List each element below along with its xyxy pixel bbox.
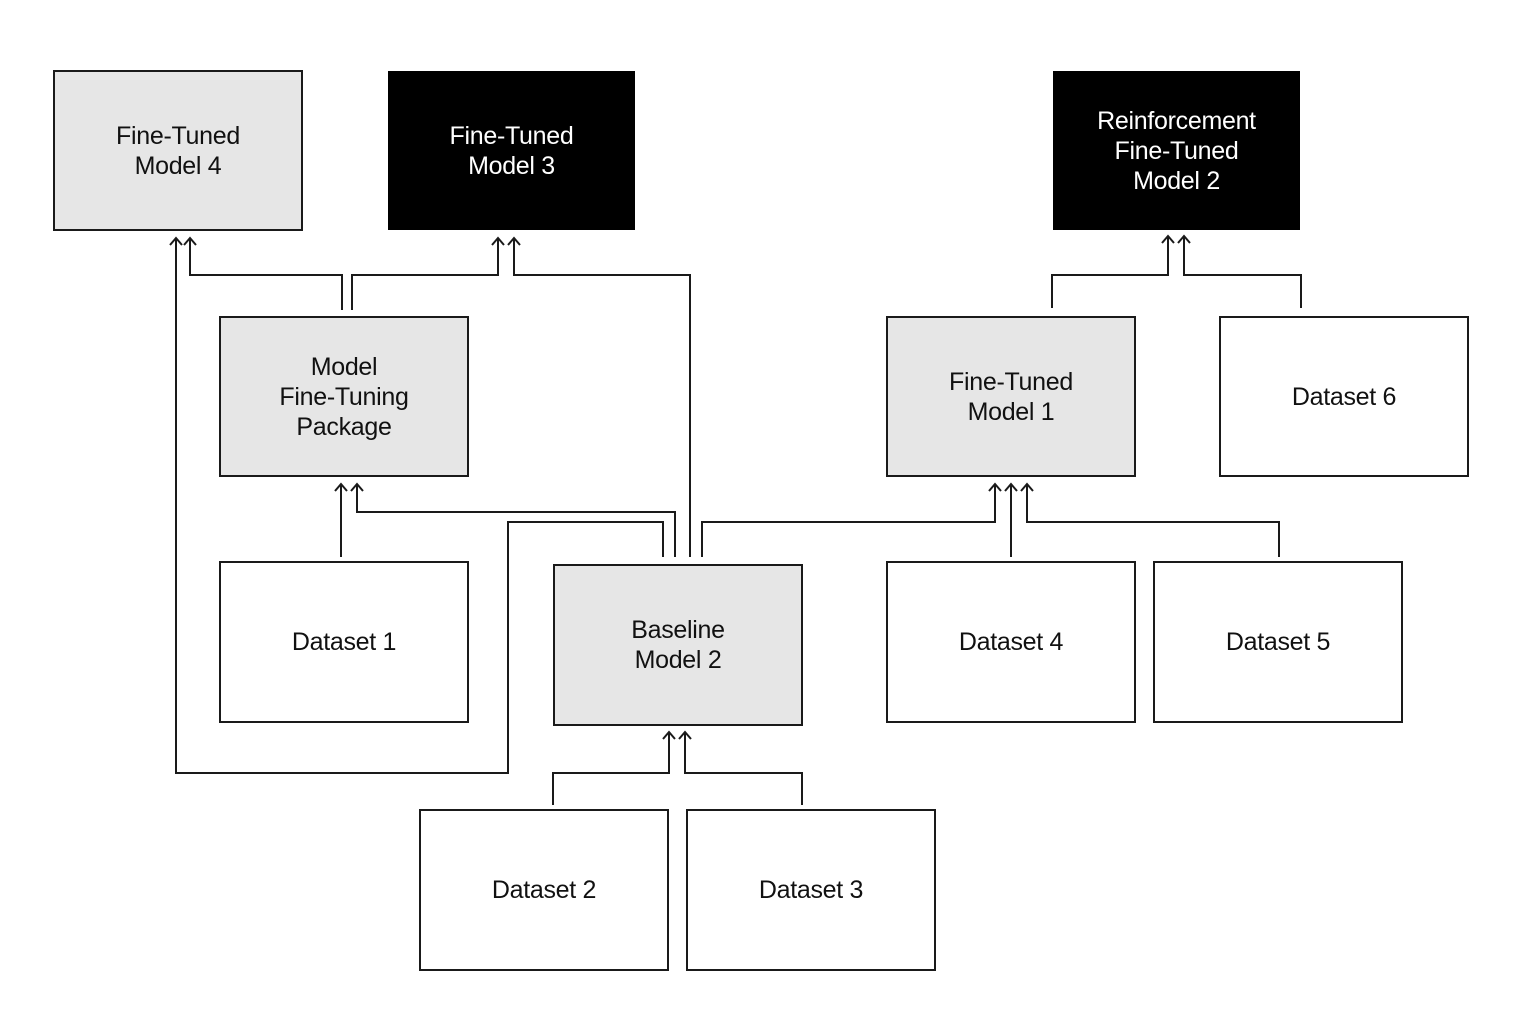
node-label: Fine-Tuned Model 4	[116, 121, 240, 180]
node-label: Reinforcement Fine-Tuned Model 2	[1097, 106, 1256, 195]
edge-package-to-model-4	[189, 238, 343, 310]
node-baseline-model-2: Baseline Model 2	[553, 564, 803, 726]
node-label: Model Fine-Tuning Package	[279, 352, 409, 441]
edge-dataset-3-to-baseline	[684, 732, 803, 805]
edge-baseline-to-model-4	[175, 238, 664, 774]
node-fine-tuned-model-1: Fine-Tuned Model 1	[886, 316, 1136, 477]
node-label: Dataset 5	[1225, 628, 1331, 656]
arrowhead	[183, 236, 197, 246]
node-dataset-2: Dataset 2	[419, 809, 669, 971]
node-fine-tuned-model-4: Fine-Tuned Model 4	[53, 70, 303, 231]
arrowhead	[1020, 482, 1034, 492]
node-label: Fine-Tuned Model 1	[949, 367, 1073, 426]
node-label: Dataset 1	[291, 628, 397, 656]
arrowhead	[350, 482, 364, 492]
edge-model-1-to-rft-model-2	[1051, 236, 1169, 308]
node-dataset-3: Dataset 3	[686, 809, 936, 971]
edge-dataset-5-to-model-1	[1026, 484, 1280, 557]
arrowhead	[334, 482, 348, 492]
edge-package-to-model-3	[351, 238, 499, 310]
arrowhead	[662, 730, 676, 740]
edge-dataset-2-to-baseline	[552, 732, 670, 805]
node-dataset-4: Dataset 4	[886, 561, 1136, 723]
edge-baseline-to-model-1	[701, 484, 996, 557]
node-label: Fine-Tuned Model 3	[449, 121, 574, 180]
node-label: Dataset 3	[758, 876, 864, 904]
edge-dataset-6-to-rft-model-2	[1183, 236, 1302, 308]
node-dataset-6: Dataset 6	[1219, 316, 1469, 477]
arrowhead	[1004, 482, 1018, 492]
arrowhead	[1177, 234, 1191, 244]
node-label: Dataset 2	[491, 876, 597, 904]
node-label: Dataset 4	[958, 628, 1064, 656]
arrowhead	[507, 236, 521, 246]
node-dataset-5: Dataset 5	[1153, 561, 1403, 723]
arrowhead	[491, 236, 505, 246]
node-model-fine-tuning-package: Model Fine-Tuning Package	[219, 316, 469, 477]
node-fine-tuned-model-3: Fine-Tuned Model 3	[388, 71, 635, 230]
edge-baseline-to-package	[356, 484, 676, 557]
node-label: Baseline Model 2	[631, 616, 725, 674]
arrowhead	[169, 236, 183, 246]
arrowhead	[678, 730, 692, 740]
node-dataset-1: Dataset 1	[219, 561, 469, 723]
node-reinforcement-fine-tuned-model-2: Reinforcement Fine-Tuned Model 2	[1053, 71, 1300, 230]
arrowhead	[1161, 234, 1175, 244]
edge-baseline-to-model-3	[513, 238, 691, 557]
arrowhead	[988, 482, 1002, 492]
node-label: Dataset 6	[1291, 382, 1397, 411]
